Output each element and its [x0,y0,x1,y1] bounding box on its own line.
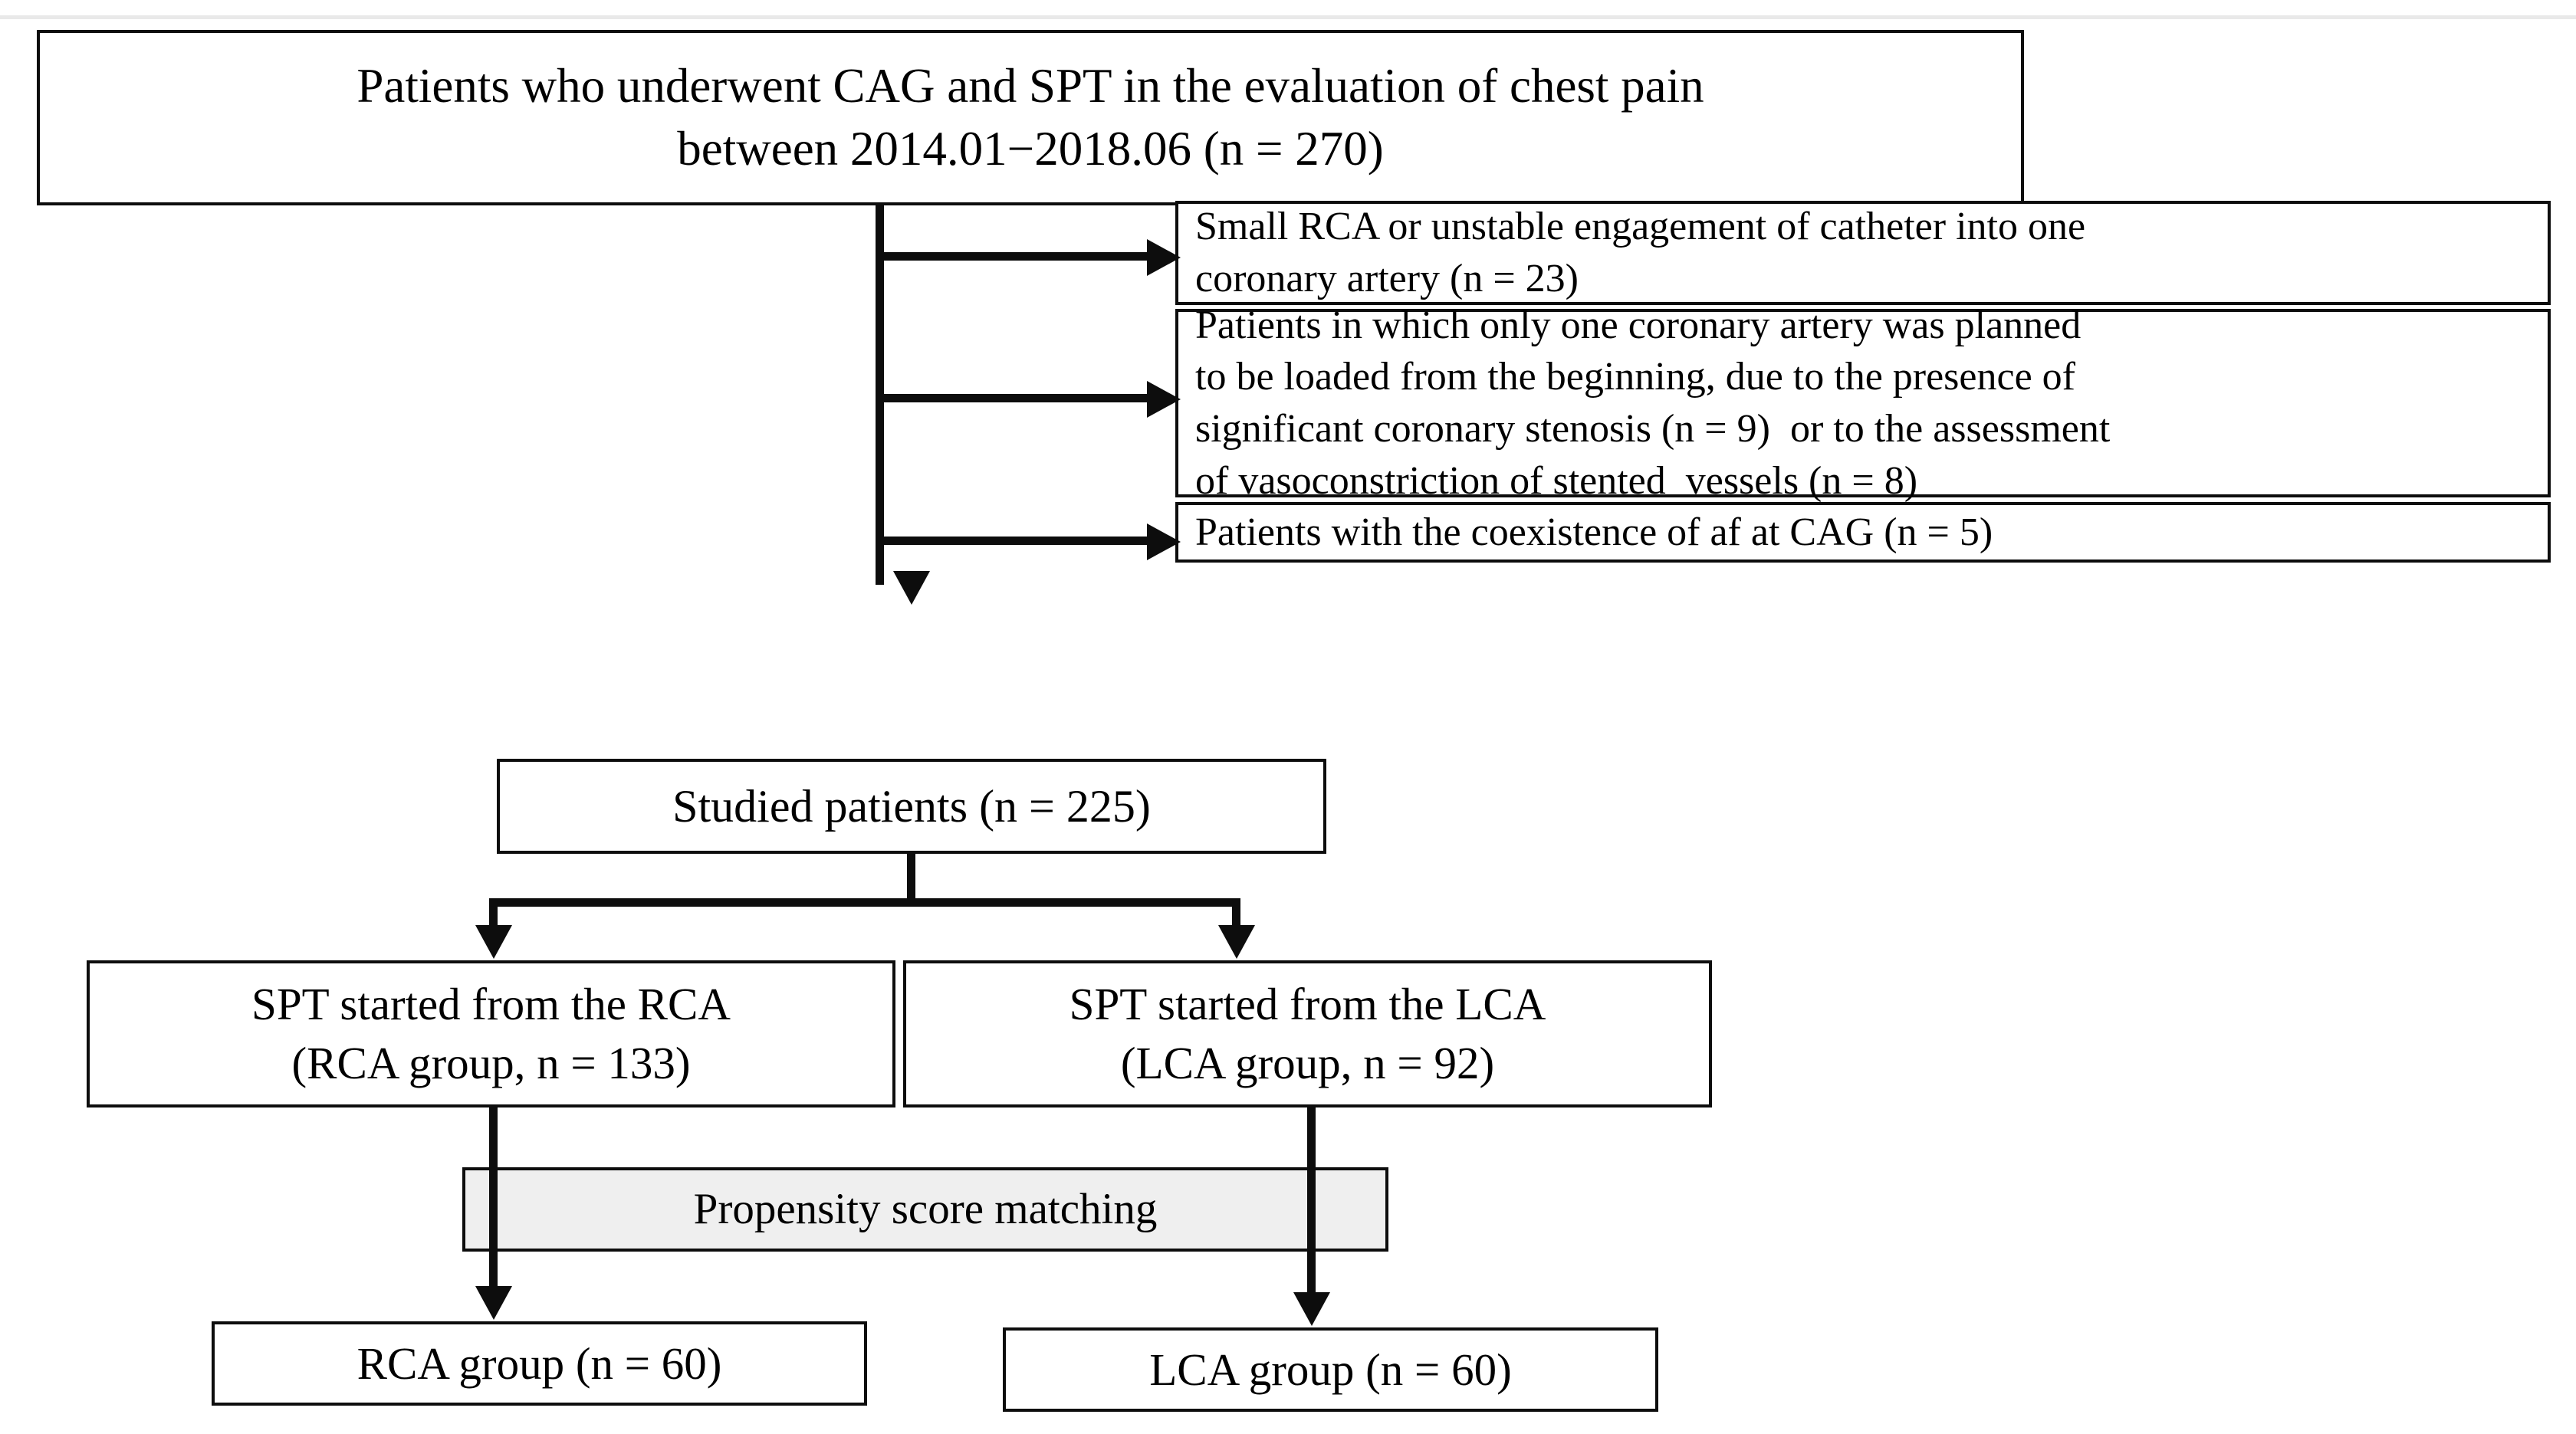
connector-studied-stem [907,854,915,904]
exclusion-2-line-2: to be loaded from the beginning, due to … [1195,355,2075,399]
arrow-down-icon-to-studied [893,571,930,605]
psm-line-1: Propensity score matching [693,1184,1158,1233]
studied-line-1: Studied patients (n = 225) [672,781,1151,832]
lca-arm-line-2: (LCA group, n = 92) [1120,1038,1495,1088]
node-exclusion-single-artery-planned: Patients in which only one coronary arte… [1175,304,2551,503]
arrow-right-icon-exclusion-1 [1147,239,1181,276]
arrow-right-icon-exclusion-3 [1147,523,1181,560]
arrow-right-icon-exclusion-2 [1147,381,1181,418]
connector-arm-split-bar [489,898,1240,907]
node-lca-arm: SPT started from the LCA (LCA group, n =… [903,960,1712,1107]
lca-final-line-1: LCA group (n = 60) [1149,1344,1512,1395]
exclusion-2-line-1: Patients in which only one coronary arte… [1195,303,2082,347]
node-rca-arm: SPT started from the RCA (RCA group, n =… [87,960,895,1107]
arrow-down-icon-to-rca-arm [475,925,512,959]
exclusion-1-line-1: Small RCA or unstable engagement of cath… [1195,205,2086,249]
page-top-rule [0,15,2576,19]
connector-rca-to-matched [489,1107,498,1290]
node-enrolled-cohort: Patients who underwent CAG and SPT in th… [37,30,2024,205]
rca-final-line-1: RCA group (n = 60) [356,1337,722,1389]
arrow-down-icon-to-lca-matched [1293,1292,1330,1326]
arrow-down-icon-to-rca-matched [475,1286,512,1320]
node-lca-matched-group: LCA group (n = 60) [1003,1327,1658,1412]
node-studied-patients: Studied patients (n = 225) [497,759,1326,854]
exclusion-3-line-1: Patients with the coexistence of af at C… [1195,510,1993,554]
connector-lca-arm-leg [1232,898,1240,930]
connector-exclusion-3-line [876,537,1152,545]
exclusion-1-line-2: coronary artery (n = 23) [1195,257,1579,300]
enrolled-line-1: Patients who underwent CAG and SPT in th… [356,58,1704,113]
node-propensity-score-matching: Propensity score matching [462,1167,1388,1252]
rca-arm-line-2: (RCA group, n = 133) [291,1038,691,1088]
node-rca-matched-group: RCA group (n = 60) [212,1321,867,1406]
connector-rca-arm-leg [489,898,498,930]
connector-exclusion-2-line [876,394,1152,402]
node-exclusion-af-at-cag: Patients with the coexistence of af at C… [1175,502,2551,563]
arrow-down-icon-to-lca-arm [1218,925,1255,959]
exclusion-2-line-3: significant coronary stenosis (n = 9) or… [1195,407,2111,451]
lca-arm-line-1: SPT started from the LCA [1069,979,1546,1030]
connector-lca-to-matched [1307,1107,1316,1296]
exclusion-2-line-4: of vasoconstriction of stented vessels (… [1195,458,1918,503]
rca-arm-line-1: SPT started from the RCA [251,979,731,1030]
node-exclusion-small-rca: Small RCA or unstable engagement of cath… [1175,201,2551,305]
connector-exclusion-1-line [876,252,1152,261]
enrolled-line-2: between 2014.01−2018.06 (n = 270) [677,121,1384,176]
